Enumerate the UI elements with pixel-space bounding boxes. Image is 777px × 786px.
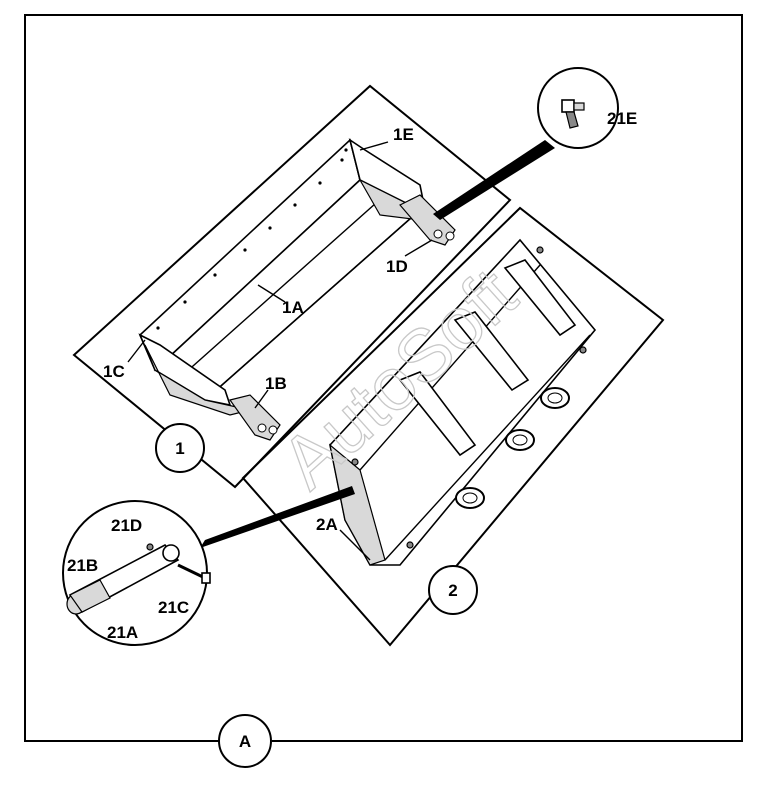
label-1B: 1B [265,374,287,393]
detail-circle-21e [537,67,619,149]
callout-1-label: 1 [175,439,184,458]
callout-2: 2 [428,565,478,615]
label-21A: 21A [107,623,138,642]
label-21E: 21E [607,109,637,128]
bracket-1b [228,394,281,441]
label-21C: 21C [158,598,189,617]
bracket-1d [399,194,456,246]
outer-frame [24,14,743,742]
bucket-illustration [138,138,456,441]
label-2A: 2A [316,515,338,534]
label-1D: 1D [386,257,408,276]
assembly-2-panel [241,206,665,647]
figure-letter-circle: A [218,714,272,768]
label-1C: 1C [103,362,125,381]
bolt-hole-row [156,148,348,330]
fitting-icon [561,99,585,129]
detail-circle-21-pin [62,500,211,646]
label-1E: 1E [393,125,414,144]
label-21D: 21D [111,516,142,535]
label-21B: 21B [67,556,98,575]
callout-2-label: 2 [448,581,457,600]
pin-icon [66,543,211,615]
grapple-frame-illustration [329,238,597,566]
mount-ring-row [455,387,570,509]
detail-connectors [200,140,555,548]
callout-1: 1 [155,423,205,473]
label-1A: 1A [282,298,304,317]
figure-letter: A [239,732,251,751]
